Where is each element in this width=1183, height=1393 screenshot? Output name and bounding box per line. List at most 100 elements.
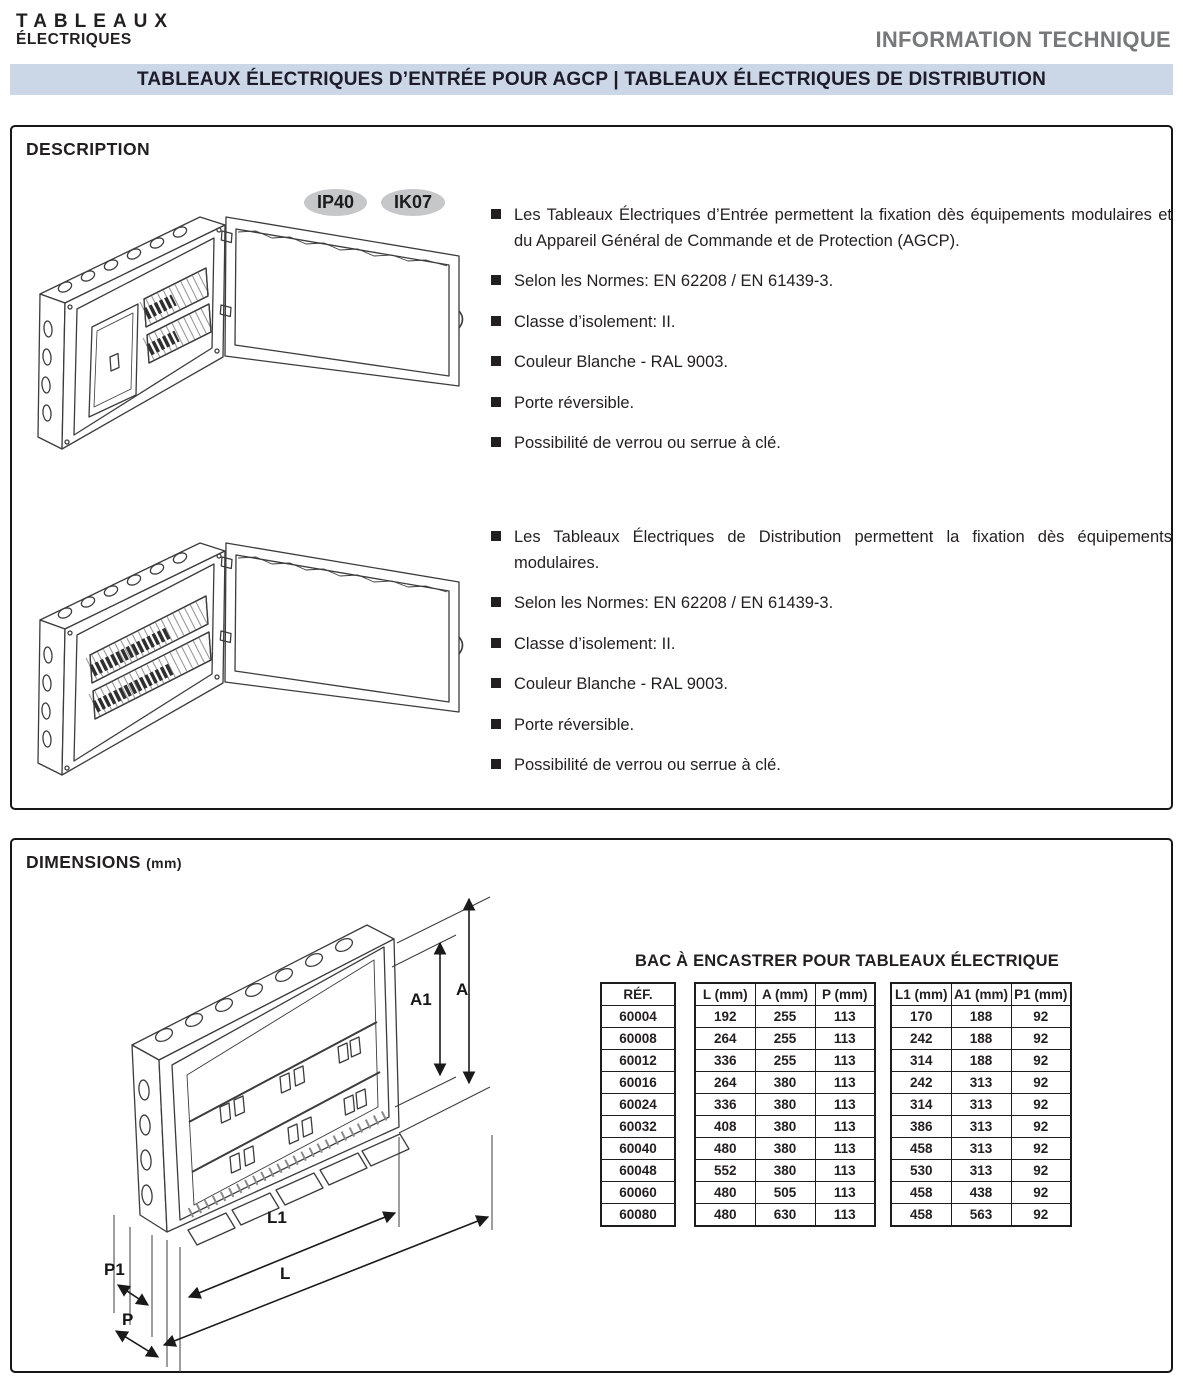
page-title: INFORMATION TECHNIQUE <box>875 27 1171 52</box>
bullet-square-icon <box>491 678 501 689</box>
bullet-text: Selon les Normes: EN 62208 / EN 61439-3. <box>514 272 834 291</box>
bullet-text: Porte réversible. <box>514 715 635 734</box>
table-cell: 386 <box>890 1115 952 1138</box>
dimension-label-l1: L1 <box>267 1208 287 1227</box>
table-cell: 92 <box>1010 1027 1072 1050</box>
dimensions-title-text: DIMENSIONS <box>26 852 141 872</box>
table-cell: 113 <box>814 1159 876 1182</box>
table-cell: 313 <box>950 1115 1012 1138</box>
table-cell: 336 <box>694 1049 756 1072</box>
table-row: 60004 <box>600 1005 676 1028</box>
bullet-square-icon <box>491 209 501 219</box>
banner-text: TABLEAUX ÉLECTRIQUES D’ENTRÉE POUR AGCP … <box>136 68 1047 90</box>
dimension-table-title: BAC À ENCASTRER POUR TABLEAUX ÉLECTRIQUE <box>635 952 1059 970</box>
table-cell: 113 <box>814 1027 876 1050</box>
column-header: A (mm) <box>754 982 816 1006</box>
table-cell: 113 <box>814 1005 876 1028</box>
dimension-label-a: A <box>456 980 468 999</box>
table-cell: 92 <box>1010 1203 1072 1227</box>
table-cell: 313 <box>950 1071 1012 1094</box>
table-cell: 170 <box>890 1005 952 1028</box>
bullet-item: Couleur Blanche - RAL 9003. <box>490 350 1172 376</box>
table-cell: 92 <box>1010 1137 1072 1160</box>
bullet-item: Porte réversible. <box>490 391 1172 417</box>
bullet-square-icon <box>491 396 501 407</box>
table-cell: 92 <box>1010 1071 1072 1094</box>
table-cell: 380 <box>754 1071 816 1094</box>
table-row: 60040 <box>600 1137 676 1160</box>
ip-rating-badge: IP40 <box>304 189 368 216</box>
table-cell: 480 <box>694 1137 756 1160</box>
table-cell: 113 <box>814 1049 876 1072</box>
bullet-text: Les Tableaux Électriques d’Entrée permet… <box>514 206 1172 250</box>
table-cell: 188 <box>950 1027 1012 1050</box>
table-cell: 60016 <box>600 1071 676 1094</box>
table-cell: 380 <box>754 1159 816 1182</box>
bullet-square-icon <box>491 597 501 608</box>
table-cell: 314 <box>890 1049 952 1072</box>
brand-logo: TABLEAUX ÉLECTRIQUES <box>16 12 174 48</box>
bullet-text: Porte réversible. <box>514 393 635 412</box>
bullet-item: Classe d’isolement: II. <box>490 310 1172 336</box>
table-row: 60032 <box>600 1115 676 1138</box>
bullet-square-icon <box>491 718 501 729</box>
table-cell: 92 <box>1010 1115 1072 1138</box>
bullet-square-icon <box>491 531 501 541</box>
bullet-item: Possibilité de verrou ou serrue à clé. <box>490 431 1172 457</box>
column-header: RÉF. <box>600 982 676 1006</box>
table-cell: 60008 <box>600 1027 676 1050</box>
table-cell: 336 <box>694 1093 756 1116</box>
flush-box-drawing: A A1 L1 L P1 P <box>104 896 493 1372</box>
dimension-label-p1: P1 <box>104 1260 125 1279</box>
table-row: 60008 <box>600 1027 676 1050</box>
rating-badges: IP40 IK07 <box>304 189 446 216</box>
table-row: 60024 <box>600 1093 676 1116</box>
entry-bullet-list: Les Tableaux Électriques d’Entrée permet… <box>490 203 1172 457</box>
bullet-square-icon <box>491 315 501 326</box>
bullet-text: Possibilité de verrou ou serrue à clé. <box>514 434 781 453</box>
table-cell: 60012 <box>600 1049 676 1072</box>
table-cell: 480 <box>694 1203 756 1227</box>
bullet-item: Classe d’isolement: II. <box>490 632 1172 658</box>
table-cell: 458 <box>890 1181 952 1204</box>
table-cell: 92 <box>1010 1093 1072 1116</box>
table-cell: 380 <box>754 1115 816 1138</box>
table-row: 60060 <box>600 1181 676 1204</box>
table-cell: 552 <box>694 1159 756 1182</box>
table-cell: 505 <box>754 1181 816 1204</box>
table-cell: 242 <box>890 1027 952 1050</box>
table-cell: 92 <box>1010 1181 1072 1204</box>
distribution-panel-drawing <box>37 542 464 776</box>
description-section: DESCRIPTION IP40 IK07 <box>10 125 1173 810</box>
bullet-square-icon <box>491 759 501 770</box>
table-cell: 60004 <box>600 1005 676 1028</box>
table-cell: 458 <box>890 1203 952 1227</box>
table-cell: 530 <box>890 1159 952 1182</box>
bullet-item: Les Tableaux Électriques d’Entrée permet… <box>490 203 1172 254</box>
bullet-square-icon <box>491 356 501 367</box>
bullet-square-icon <box>491 437 501 448</box>
table-cell: 480 <box>694 1181 756 1204</box>
table-cell: 255 <box>754 1049 816 1072</box>
dimension-label-p: P <box>122 1310 133 1329</box>
table-row: 60080 <box>600 1203 676 1227</box>
table-cell: 255 <box>754 1027 816 1050</box>
table-cell: 408 <box>694 1115 756 1138</box>
table-cell: 188 <box>950 1005 1012 1028</box>
table-cell: 60048 <box>600 1159 676 1182</box>
